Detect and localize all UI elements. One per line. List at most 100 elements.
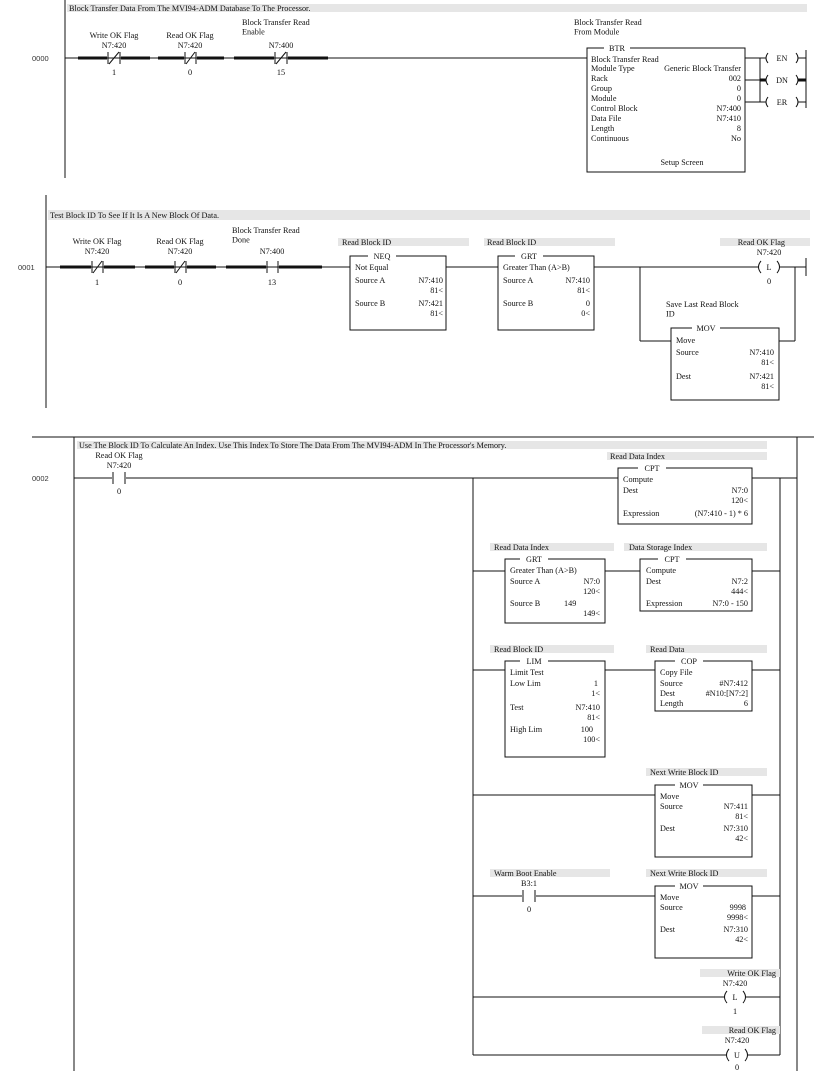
contact-read-ok-flag[interactable]: Read OK Flag N7:420 0 [95, 451, 142, 496]
coil-description: Write OK Flag [727, 969, 776, 978]
cpt-read-data-index[interactable]: Read Data Index CPT Compute Dest N7:0 12… [607, 452, 767, 525]
rung-0002[interactable]: Use The Block ID To Calculate An Index. … [32, 436, 814, 1071]
coil-write-ok-flag-latch[interactable]: Write OK Flag N7:420 L 1 [700, 969, 780, 1016]
instruction-description: Read Data Index [494, 543, 549, 552]
coil-read-ok-flag-latch[interactable]: Read OK Flag N7:420 L 0 [720, 238, 810, 286]
contact-value: 1 [95, 278, 99, 287]
grt-instruction[interactable]: Read Block ID GRT Greater Than (A>B) Sou… [484, 238, 615, 331]
dest-live: 120< [731, 496, 748, 505]
instruction-mnemonic: GRT [526, 555, 542, 564]
desc-line-2: From Module [574, 28, 620, 37]
source-value: #N7:412 [719, 679, 748, 688]
contact-read-ok-flag[interactable]: Read OK Flag N7:420 0 [145, 237, 216, 287]
source-a-label: Source A [355, 276, 385, 285]
source-live: 81< [735, 812, 748, 821]
source-a-value: N7:410 [418, 276, 443, 285]
source-b-live: 81< [430, 309, 443, 318]
mov-next-write-block-id[interactable]: Next Write Block ID MOV Move Source N7:4… [646, 768, 767, 858]
contact-write-ok-flag[interactable]: Write OK Flag N7:420 1 [60, 237, 135, 287]
contact-value: 0 [527, 905, 531, 914]
instruction-title: Move [660, 792, 679, 801]
dest-label: Dest [660, 824, 676, 833]
dest-value: N7:310 [723, 824, 748, 833]
rung-number: 0000 [32, 54, 49, 63]
coil-type: L [732, 993, 737, 1002]
instruction-title: Compute [646, 566, 676, 575]
contact-value: 0 [188, 68, 192, 77]
source-label: Source [660, 802, 683, 811]
dest-label: Dest [660, 689, 676, 698]
dest-value: N7:0 [732, 486, 748, 495]
cpt-data-storage-index[interactable]: Data Storage Index CPT Compute Dest N7:2… [624, 543, 767, 612]
instruction-title: Copy File [660, 668, 693, 677]
source-label: Source [660, 679, 683, 688]
btr-param-label: Control Block [591, 104, 639, 113]
svg-text:ER: ER [777, 98, 788, 107]
coil-address: N7:420 [723, 979, 748, 988]
source-b-value: 0 [586, 299, 590, 308]
btr-param-label: Rack [591, 74, 609, 83]
instruction-title: Limit Test [510, 668, 544, 677]
contact-value: 13 [268, 278, 276, 287]
rung-comment: Test Block ID To See If It Is A New Bloc… [50, 211, 219, 220]
instruction-mnemonic: MOV [679, 882, 698, 891]
length-value: 6 [744, 699, 748, 708]
rung-0000[interactable]: Block Transfer Data From The MVI94-ADM D… [32, 0, 807, 178]
contact-address: N7:400 [260, 247, 285, 256]
contact-description: Warm Boot Enable [494, 869, 557, 878]
contact-address: B3:1 [521, 879, 537, 888]
coil-address: N7:420 [757, 248, 782, 257]
instruction-title: Block Transfer Read [591, 55, 659, 64]
neq-instruction[interactable]: Read Block ID NEQ Not Equal Source A N7:… [338, 238, 469, 331]
output-er: ER [760, 96, 806, 108]
source-a-value: N7:410 [565, 276, 590, 285]
btr-param-value: 8 [737, 124, 741, 133]
output-en: EN [765, 52, 799, 64]
dest-label: Dest [660, 925, 676, 934]
rung-0001[interactable]: Test Block ID To See If It Is A New Bloc… [18, 195, 810, 408]
instruction-mnemonic: CPT [664, 555, 679, 564]
dest-label: Dest [646, 577, 662, 586]
desc-line-1: Block Transfer Read [574, 18, 642, 27]
instruction-description: Read Block ID [487, 238, 536, 247]
btr-param-value: 002 [729, 74, 741, 83]
desc-line-2: ID [666, 310, 675, 319]
instruction-title: Greater Than (A>B) [510, 566, 577, 575]
instruction-description: Read Block ID [342, 238, 391, 247]
expression-label: Expression [646, 599, 682, 608]
instruction-mnemonic: MOV [679, 781, 698, 790]
instruction-title: Not Equal [355, 263, 389, 272]
coil-read-ok-flag-unlatch[interactable]: Read OK Flag N7:420 U 0 [702, 1026, 780, 1071]
expression-value: N7:0 - 150 [713, 599, 748, 608]
btr-param-label: Module Type [591, 64, 635, 73]
test-live: 81< [587, 713, 600, 722]
coil-description: Read OK Flag [738, 238, 785, 247]
desc-line-1: Save Last Read Block [666, 300, 739, 309]
btr-param-value: 0 [737, 84, 741, 93]
cop-read-data[interactable]: Read Data COP Copy File Source #N7:412 D… [646, 645, 767, 712]
contact-read-ok-flag[interactable]: Read OK Flag N7:420 0 [158, 31, 224, 77]
contact-address: N7:420 [107, 461, 132, 470]
instruction-description: Next Write Block ID [650, 869, 719, 878]
rung-comment: Block Transfer Data From The MVI94-ADM D… [69, 4, 310, 13]
lim-read-block-id[interactable]: Read Block ID LIM Limit Test Low Lim 1 1… [490, 645, 614, 758]
instruction-mnemonic: BTR [609, 44, 625, 53]
setup-screen-button[interactable]: Setup Screen [661, 158, 704, 167]
mov-next-write-block-id-2[interactable]: Next Write Block ID MOV Move Source 9998… [646, 869, 767, 959]
contact-write-ok-flag[interactable]: Write OK Flag N7:420 1 [78, 31, 150, 77]
source-b-live: 149< [583, 609, 600, 618]
contact-description: Read OK Flag [95, 451, 142, 460]
contact-value: 15 [277, 68, 285, 77]
grt-read-data-index[interactable]: Read Data Index GRT Greater Than (A>B) S… [490, 543, 614, 624]
desc-line-2: Done [232, 236, 250, 245]
instruction-mnemonic: NEQ [374, 252, 391, 261]
source-b-label: Source B [510, 599, 541, 608]
contact-warm-boot-enable[interactable]: Warm Boot Enable B3:1 0 [490, 869, 610, 914]
instruction-description: Read Data [650, 645, 685, 654]
